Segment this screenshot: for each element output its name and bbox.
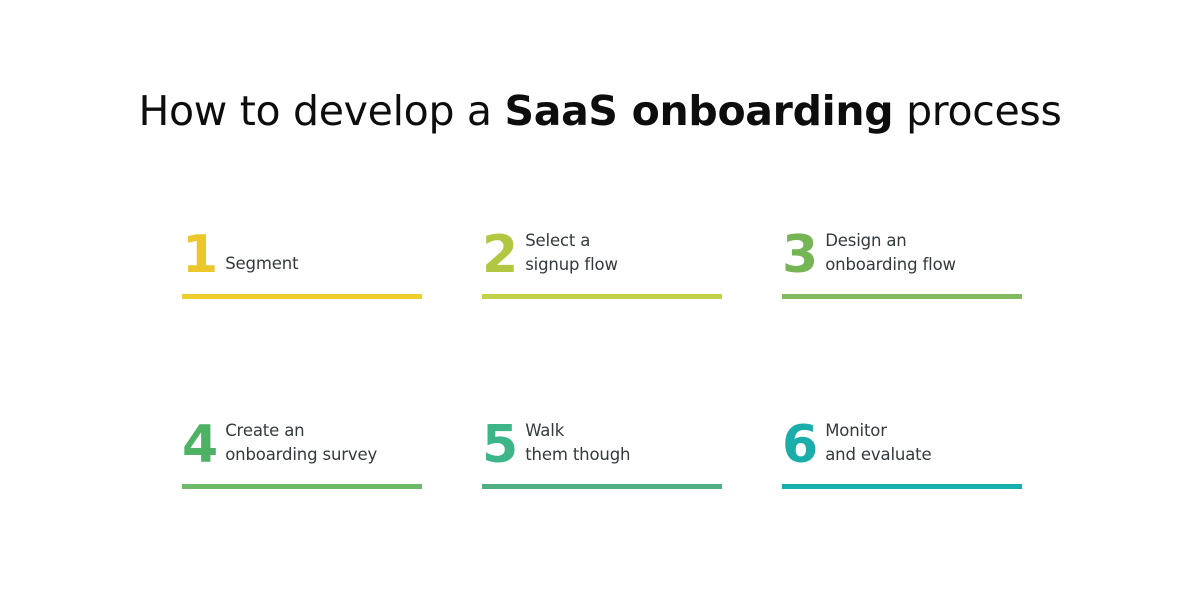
step-header-3: 3 Design an onboarding flow [782, 222, 1022, 285]
step-item-3: 3 Design an onboarding flow [782, 222, 1022, 302]
title-lead: How to develop a [138, 87, 505, 135]
step-underline-5 [482, 484, 722, 489]
step-header-1: 1 Segment [182, 222, 422, 285]
step-number-6: 6 [782, 415, 818, 475]
step-label-3-line-2: onboarding flow [825, 254, 956, 274]
step-number-2: 2 [482, 225, 518, 285]
step-item-2: 2 Select a signup flow [482, 222, 722, 302]
step-number-3: 3 [782, 225, 818, 285]
step-number-5: 5 [482, 415, 518, 475]
title-trail: process [893, 87, 1062, 135]
step-label-5-line-2: them though [525, 444, 631, 464]
title-emphasis: SaaS onboarding [504, 87, 894, 135]
step-label-4-line-2: onboarding survey [225, 444, 378, 464]
step-underline-6 [782, 484, 1022, 489]
step-label-4-line-1: Create an [225, 421, 305, 440]
step-header-6: 6 Monitor and evaluate [782, 412, 1022, 475]
step-header-5: 5 Walk them though [482, 412, 722, 475]
step-label-6-line-1: Monitor [825, 421, 887, 440]
step-label-6: Monitor and evaluate [825, 419, 931, 468]
step-label-2-line-1: Select a [525, 231, 591, 250]
step-header-2: 2 Select a signup flow [482, 222, 722, 285]
step-label-2: Select a signup flow [525, 229, 618, 278]
step-number-4: 4 [182, 415, 218, 475]
step-underline-1 [182, 294, 422, 299]
page-title: How to develop a SaaS onboarding process [0, 84, 1200, 138]
step-underline-3 [782, 294, 1022, 299]
step-label-3-line-1: Design an [825, 231, 907, 250]
step-label-1-line-1: Segment [225, 253, 299, 273]
step-item-6: 6 Monitor and evaluate [782, 412, 1022, 492]
step-label-5: Walk them though [525, 419, 630, 468]
step-header-4: 4 Create an onboarding survey [182, 412, 422, 475]
step-underline-2 [482, 294, 722, 299]
step-label-4: Create an onboarding survey [225, 419, 377, 468]
step-number-1: 1 [182, 225, 218, 285]
step-label-3: Design an onboarding flow [825, 229, 956, 278]
step-item-1: 1 Segment [182, 222, 422, 302]
step-label-5-line-1: Walk [525, 421, 565, 440]
step-label-1: Segment [225, 252, 298, 279]
steps-grid: 1 Segment 2 Select a signup flow 3 [182, 222, 1022, 492]
step-label-6-line-2: and evaluate [825, 444, 932, 464]
step-label-2-line-2: signup flow [525, 254, 618, 274]
step-item-5: 5 Walk them though [482, 412, 722, 492]
step-underline-4 [182, 484, 422, 489]
step-item-4: 4 Create an onboarding survey [182, 412, 422, 492]
